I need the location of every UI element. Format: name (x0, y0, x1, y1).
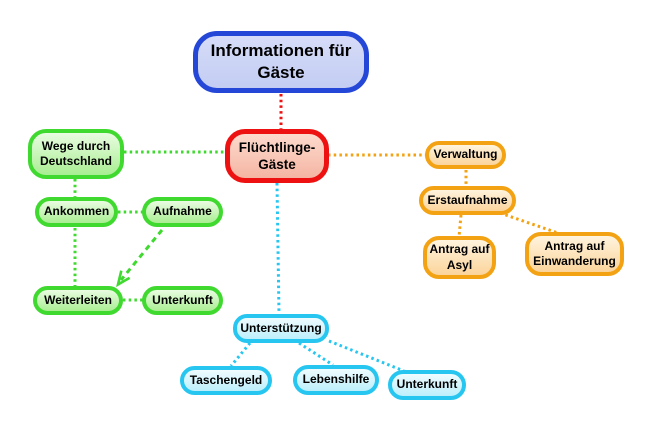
node-label: Flüchtlinge- (238, 139, 316, 155)
node-label: Antrag auf (429, 242, 490, 257)
node-wege-durch-deutschland[interactable]: Wege durch Deutschland (28, 129, 124, 179)
node-ankommen[interactable]: Ankommen (35, 197, 118, 227)
node-label: Antrag auf (544, 238, 605, 253)
arrowhead-icon (116, 270, 131, 288)
node-weiterleiten[interactable]: Weiterleiten (33, 286, 123, 315)
node-label: Asyl (446, 257, 473, 272)
edge-aufnahme-weiterleiten (119, 229, 164, 281)
node-erstaufnahme[interactable]: Erstaufnahme (419, 186, 516, 215)
node-label: Einwanderung (533, 254, 616, 268)
node-label: Unterkunft (152, 292, 213, 307)
node-label: Lebenshilfe (302, 372, 370, 387)
node-aufnahme[interactable]: Aufnahme (142, 197, 223, 227)
node-label: Weiterleiten (44, 292, 112, 307)
node-unterstuetzung[interactable]: Unterstützung (233, 314, 329, 343)
node-label: Gäste (257, 63, 305, 82)
edge-unterstuetzung-lebenshilfe (298, 341, 334, 367)
node-label: Ankommen (43, 204, 110, 219)
edge-unterstuetzung-unterkunft (328, 339, 405, 373)
node-label: Verwaltung (433, 147, 498, 162)
node-unterkunft-unten[interactable]: Unterkunft (388, 370, 466, 400)
node-taschengeld[interactable]: Taschengeld (180, 366, 272, 395)
node-label: Taschengeld (189, 372, 263, 387)
node-fluechtlinge-gaeste[interactable]: Flüchtlinge- Gäste (225, 129, 329, 183)
node-label: Wege durch (41, 138, 111, 153)
node-unterkunft-links[interactable]: Unterkunft (142, 286, 223, 315)
node-antrag-auf-asyl[interactable]: Antrag auf Asyl (423, 236, 496, 279)
node-lebenshilfe[interactable]: Lebenshilfe (293, 365, 379, 395)
node-label: Deutschland (39, 154, 112, 168)
node-informationen-fuer-gaeste[interactable]: Informationen für Gäste (193, 31, 369, 93)
node-label: Informationen für (210, 41, 352, 61)
edge-fluechtlinge-unterstuetzung (275, 182, 281, 315)
node-antrag-auf-einwanderung[interactable]: Antrag auf Einwanderung (525, 232, 624, 276)
node-label: Unterstützung (240, 320, 322, 335)
edge-erstaufnahme-asyl (457, 214, 463, 238)
edge-unterstuetzung-taschengeld (229, 342, 252, 367)
edge-erstaufnahme-einwanderung (499, 211, 559, 235)
node-verwaltung[interactable]: Verwaltung (425, 141, 506, 169)
node-label: Unterkunft (396, 377, 458, 392)
node-label: Gäste (258, 157, 296, 172)
node-label: Aufnahme (153, 204, 212, 219)
node-label: Erstaufnahme (427, 192, 508, 207)
